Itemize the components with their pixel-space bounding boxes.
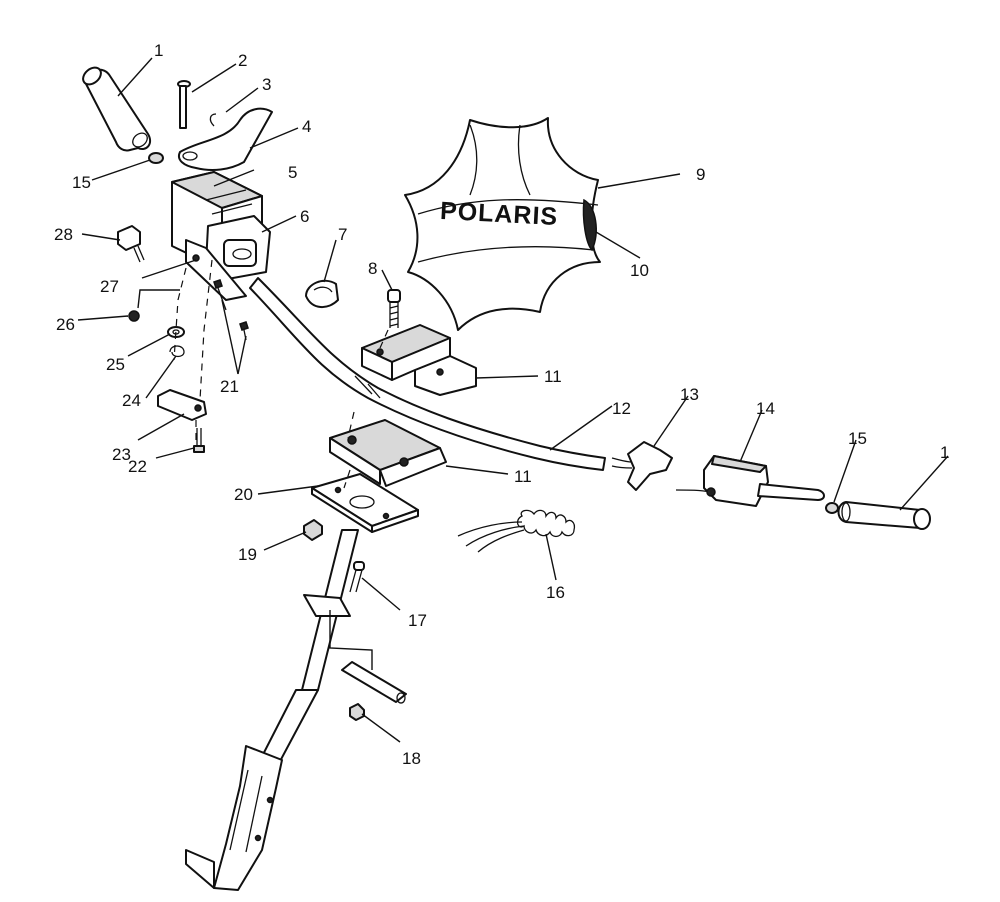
handlebar-pad: POLARIS [404, 117, 601, 331]
callout-21: 21 [220, 377, 239, 396]
throttle-bracket [185, 239, 247, 301]
grip-left [82, 66, 152, 152]
callout-12: 12 [612, 399, 631, 418]
plate-nut [303, 519, 323, 541]
upper-clamp [361, 324, 477, 396]
mount-plate [311, 473, 419, 533]
brake-block [675, 455, 825, 507]
callout-5: 5 [288, 163, 297, 182]
callout-24: 24 [122, 391, 141, 410]
callout-27: 27 [100, 277, 119, 296]
lower-nut [349, 703, 365, 721]
callout-6: 6 [300, 207, 309, 226]
callout-4: 4 [302, 117, 311, 136]
throttle-lever [178, 107, 273, 171]
callout-11-upper: 11 [544, 367, 562, 386]
cover-screws [213, 279, 249, 341]
callout-23: 23 [112, 445, 131, 464]
alignment-lines [137, 259, 389, 670]
callout-13: 13 [680, 385, 699, 404]
pad-brand-logo: POLARIS [439, 197, 558, 231]
callout-16: 16 [546, 583, 565, 602]
bushing-tube [341, 661, 407, 704]
cable-clamp [305, 279, 339, 308]
callout-25: 25 [106, 355, 125, 374]
lock-washer [169, 345, 185, 358]
callout-15-left: 15 [72, 173, 91, 192]
handlebar [249, 277, 606, 471]
clip [209, 113, 217, 127]
callout-7: 7 [338, 225, 347, 244]
cap-screw [387, 289, 401, 328]
bushing-screw [349, 561, 365, 593]
adjuster-screw [193, 428, 205, 453]
callout-3: 3 [262, 75, 271, 94]
heater-element [457, 509, 576, 553]
acorn-nut [128, 310, 140, 322]
brake-switch [611, 441, 673, 491]
callout-9: 9 [696, 165, 705, 184]
kill-switch [117, 225, 145, 263]
callout-2: 2 [238, 51, 247, 70]
callout-labels: 1 2 3 4 5 6 7 8 9 10 11 12 13 14 15 1 15… [54, 41, 949, 768]
callout-10: 10 [630, 261, 649, 280]
callout-8: 8 [368, 259, 377, 278]
callout-15-right: 15 [848, 429, 867, 448]
callout-1-left: 1 [154, 41, 163, 60]
grip-plug-right [825, 502, 839, 514]
callout-28: 28 [54, 225, 73, 244]
callout-26: 26 [56, 315, 75, 334]
callout-18: 18 [402, 749, 421, 768]
callout-14: 14 [756, 399, 775, 418]
callout-22: 22 [128, 457, 147, 476]
grip-plug-left [148, 152, 164, 164]
grip-right [837, 501, 931, 530]
pin [177, 80, 191, 129]
callout-20: 20 [234, 485, 253, 504]
adjuster-plate [157, 389, 207, 421]
callout-11-lower: 11 [514, 467, 532, 486]
callout-17: 17 [408, 611, 427, 630]
callout-1-right: 1 [940, 443, 949, 462]
steering-post [185, 529, 359, 891]
pad-fastener [582, 198, 597, 252]
leader-lines [77, 57, 949, 743]
callout-19: 19 [238, 545, 257, 564]
lower-clamp [329, 419, 447, 487]
